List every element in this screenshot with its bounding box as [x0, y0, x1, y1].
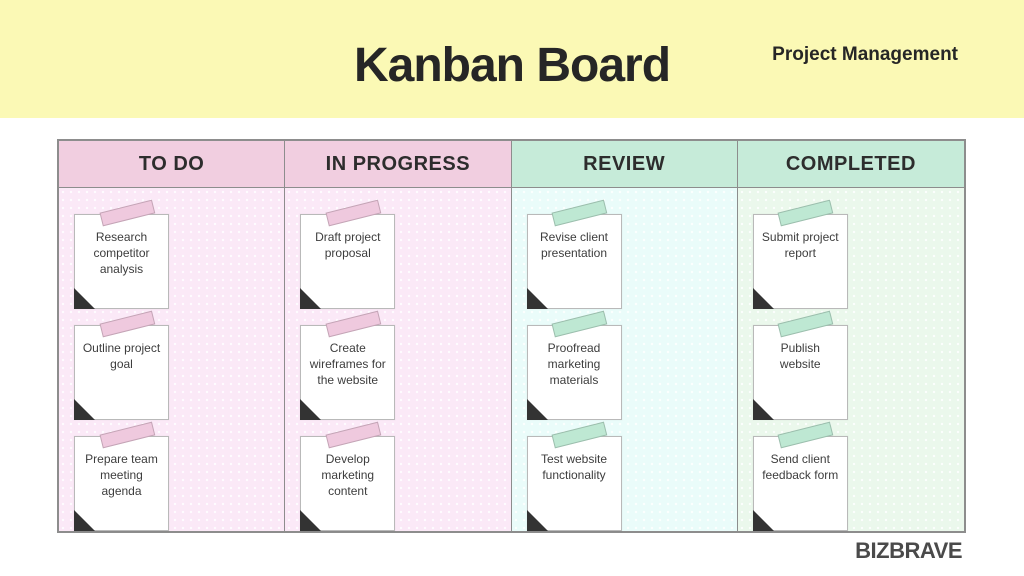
- sticky-note-text: Revise client presentation: [539, 230, 609, 260]
- sticky-note-text: Send client feedback form: [762, 452, 839, 482]
- page-subtitle: Project Management: [772, 44, 958, 65]
- sticky-note-text: Create wireframes for the website: [309, 341, 386, 387]
- sticky-note[interactable]: Create wireframes for the website: [300, 310, 396, 420]
- folded-corner-icon: [752, 510, 774, 531]
- column-header-in-progress[interactable]: IN PROGRESS: [285, 141, 511, 188]
- sticky-note-text: Outline project goal: [82, 341, 161, 371]
- brand-logo: BIZBRAVE: [855, 538, 962, 563]
- sticky-note[interactable]: Revise client presentation: [526, 199, 622, 309]
- column-header-completed[interactable]: COMPLETED: [737, 141, 964, 188]
- column-header-review[interactable]: REVIEW: [511, 141, 737, 188]
- folded-corner-icon: [526, 288, 548, 309]
- folded-corner-icon: [526, 399, 548, 420]
- folded-corner-icon: [300, 510, 322, 531]
- sticky-note[interactable]: Prepare team meeting agenda: [74, 421, 169, 531]
- sticky-note[interactable]: Draft project proposal: [300, 199, 396, 309]
- sticky-note[interactable]: Research competitor analysis: [74, 199, 169, 309]
- header-band: Kanban Board Project Management: [0, 0, 1024, 118]
- sticky-note-text: Test website functionality: [540, 452, 608, 482]
- column-header-todo[interactable]: TO DO: [59, 141, 285, 188]
- sticky-note-text: Prepare team meeting agenda: [85, 452, 158, 498]
- sticky-note-text: Draft project proposal: [315, 230, 381, 260]
- folded-corner-icon: [300, 288, 322, 309]
- sticky-note-text: Develop marketing content: [321, 452, 375, 498]
- folded-corner-icon: [752, 399, 774, 420]
- folded-corner-icon: [752, 288, 774, 309]
- folded-corner-icon: [74, 399, 95, 420]
- sticky-note[interactable]: Submit project report: [752, 199, 848, 309]
- folded-corner-icon: [300, 399, 322, 420]
- sticky-note-text: Proofread marketing materials: [547, 341, 601, 387]
- sticky-note[interactable]: Proofread marketing materials: [526, 310, 622, 420]
- folded-corner-icon: [74, 510, 95, 531]
- sticky-note-text: Publish website: [779, 341, 821, 371]
- sticky-note-text: Research competitor analysis: [93, 230, 150, 276]
- folded-corner-icon: [74, 288, 95, 309]
- sticky-note[interactable]: Send client feedback form: [752, 421, 848, 531]
- sticky-note[interactable]: Publish website: [752, 310, 848, 420]
- sticky-note[interactable]: Develop marketing content: [300, 421, 396, 531]
- folded-corner-icon: [526, 510, 548, 531]
- sticky-note[interactable]: Outline project goal: [74, 310, 169, 420]
- sticky-note-text: Submit project report: [761, 230, 839, 260]
- page-title: Kanban Board: [353, 39, 671, 92]
- sticky-note[interactable]: Test website functionality: [526, 421, 622, 531]
